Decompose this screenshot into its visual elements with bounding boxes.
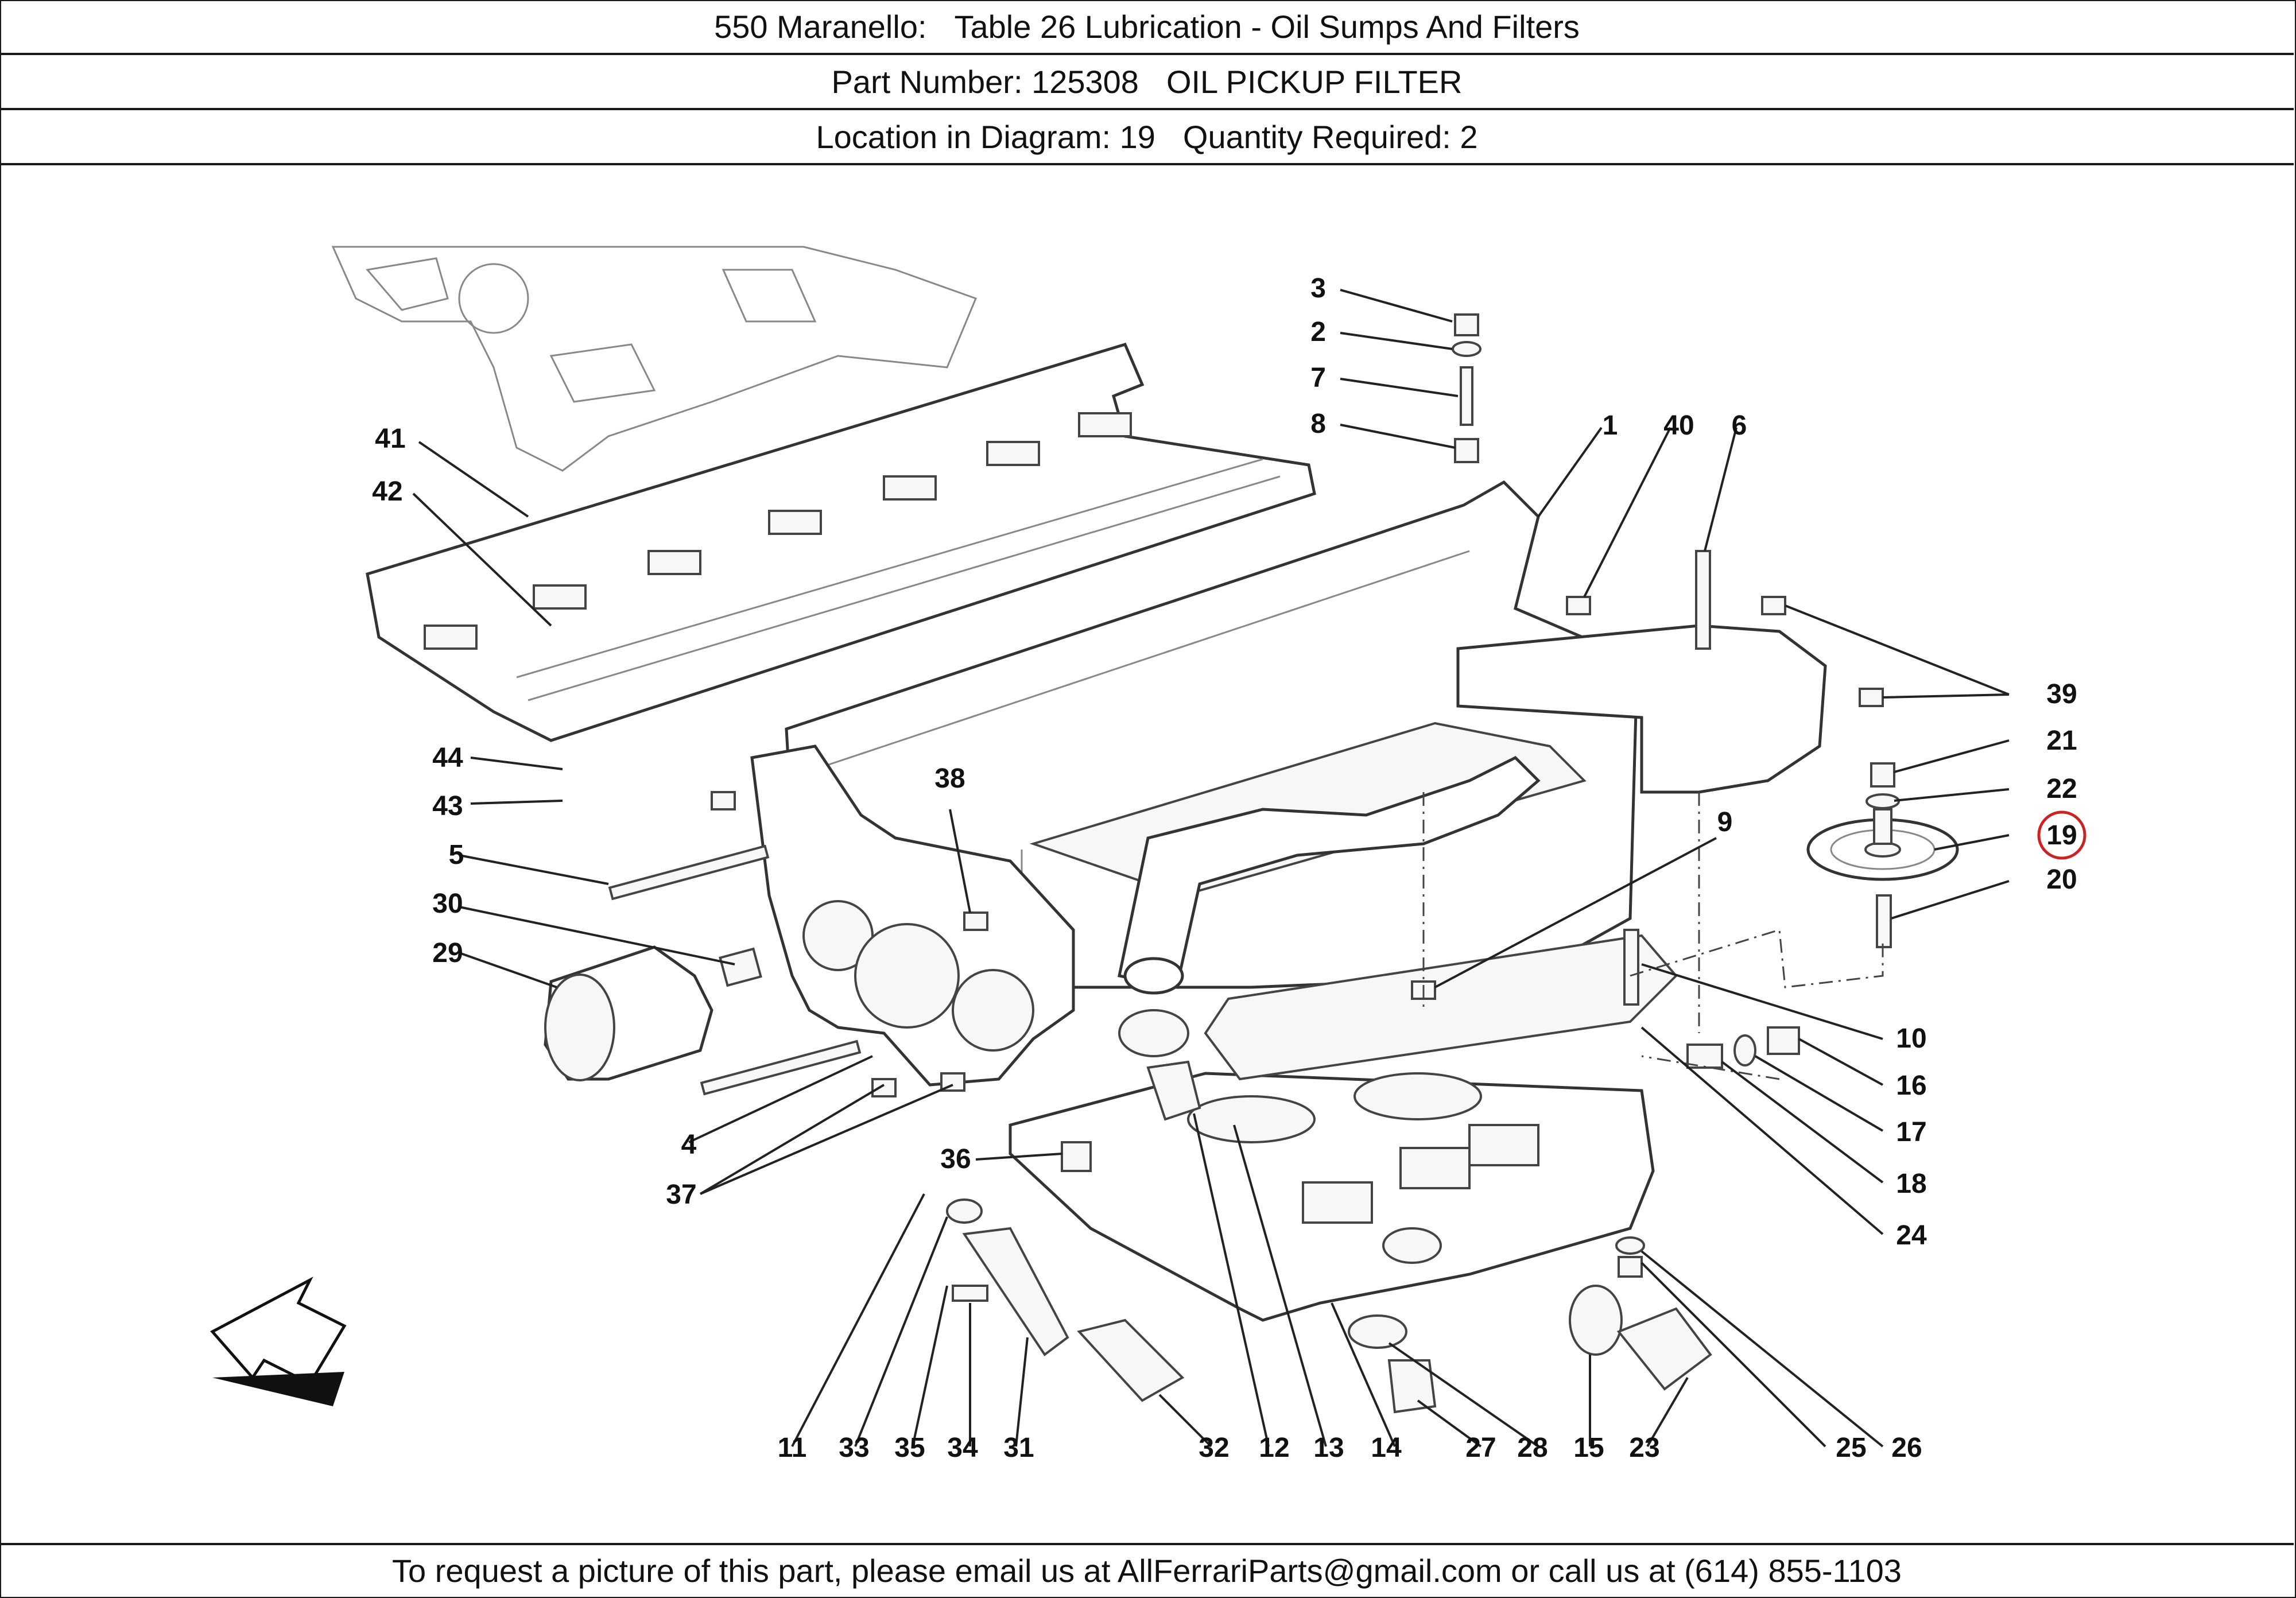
callout-33: 33 (839, 1433, 869, 1463)
oil-pickup-filter (1806, 762, 1959, 948)
callout-23: 23 (1629, 1433, 1659, 1463)
assembly-guide-line (1630, 929, 1884, 1080)
part-row: Part Number: 125308 OIL PICKUP FILTER (0, 55, 2294, 110)
callout-18: 18 (1896, 1169, 1926, 1199)
callout-19: 19 (2046, 820, 2077, 851)
callout-34: 34 (947, 1433, 978, 1463)
callout-6: 6 (1732, 410, 1747, 441)
table-title: Table 26 Lubrication - Oil Sumps And Fil… (954, 8, 1580, 45)
callout-22: 22 (2046, 774, 2077, 804)
callout-4: 4 (681, 1130, 697, 1160)
callout-43: 43 (432, 791, 463, 821)
callout-41: 41 (375, 424, 405, 454)
oil-filter (544, 945, 713, 1081)
title-row: 550 Maranello: Table 26 Lubrication - Oil… (0, 0, 2294, 55)
callout-10: 10 (1896, 1023, 1926, 1054)
callout-32: 32 (1199, 1433, 1229, 1463)
parts-diagram: 3 2 7 8 1 40 6 39 21 22 19 20 10 16 17 1… (0, 165, 2294, 1543)
callout-28: 28 (1517, 1433, 1548, 1463)
callout-30: 30 (432, 889, 463, 919)
callout-25: 25 (1836, 1433, 1866, 1463)
part-name: OIL PICKUP FILTER (1166, 63, 1463, 100)
callout-5: 5 (449, 840, 464, 870)
callout-15: 15 (1573, 1433, 1604, 1463)
contact-footer: To request a picture of this part, pleas… (0, 1543, 2294, 1596)
callout-12: 12 (1259, 1433, 1289, 1463)
callout-3: 3 (1310, 273, 1326, 304)
engine-block-outline (331, 246, 977, 472)
callout-1: 1 (1603, 410, 1618, 441)
footer-text: To request a picture of this part, pleas… (392, 1552, 1902, 1589)
highlight-circle (2037, 810, 2086, 860)
arrow-icon (210, 1277, 347, 1406)
fasteners (608, 313, 1884, 1414)
bearing-cradle (366, 342, 1316, 742)
callout-2: 2 (1310, 317, 1326, 347)
callout-labels: 3 2 7 8 1 40 6 39 21 22 19 20 10 16 17 1… (372, 273, 2086, 1463)
callout-14: 14 (1371, 1433, 1402, 1463)
model-name: 550 Maranello: (714, 8, 927, 45)
oil-pump-cover (750, 744, 1075, 1087)
callout-26: 26 (1891, 1433, 1922, 1463)
callout-9: 9 (1717, 807, 1733, 837)
callout-20: 20 (2046, 864, 2077, 895)
callout-31: 31 (1003, 1433, 1034, 1463)
callout-7: 7 (1310, 363, 1326, 393)
location-row: Location in Diagram: 19 Quantity Required… (0, 110, 2294, 165)
callout-40: 40 (1663, 410, 1694, 441)
callout-16: 16 (1896, 1070, 1926, 1101)
callout-17: 17 (1896, 1117, 1926, 1147)
callout-37: 37 (666, 1180, 696, 1210)
callout-21: 21 (2046, 726, 2077, 756)
callout-24: 24 (1896, 1220, 1927, 1251)
callout-29: 29 (432, 938, 463, 968)
part-number: Part Number: 125308 (831, 63, 1139, 100)
callout-8: 8 (1310, 409, 1326, 439)
leader-lines (412, 289, 2010, 1448)
callout-38: 38 (934, 763, 965, 794)
callout-39: 39 (2046, 679, 2077, 709)
callout-42: 42 (372, 476, 402, 507)
callout-35: 35 (894, 1433, 925, 1463)
lower-oil-pan (1009, 934, 1678, 1322)
callout-13: 13 (1313, 1433, 1344, 1463)
callout-11: 11 (778, 1433, 807, 1463)
callout-27: 27 (1465, 1433, 1496, 1463)
callout-44: 44 (432, 743, 463, 773)
location-in-diagram: Location in Diagram: 19 (816, 118, 1155, 155)
quantity-required: Quantity Required: 2 (1182, 118, 1478, 155)
callout-36: 36 (940, 1144, 971, 1174)
